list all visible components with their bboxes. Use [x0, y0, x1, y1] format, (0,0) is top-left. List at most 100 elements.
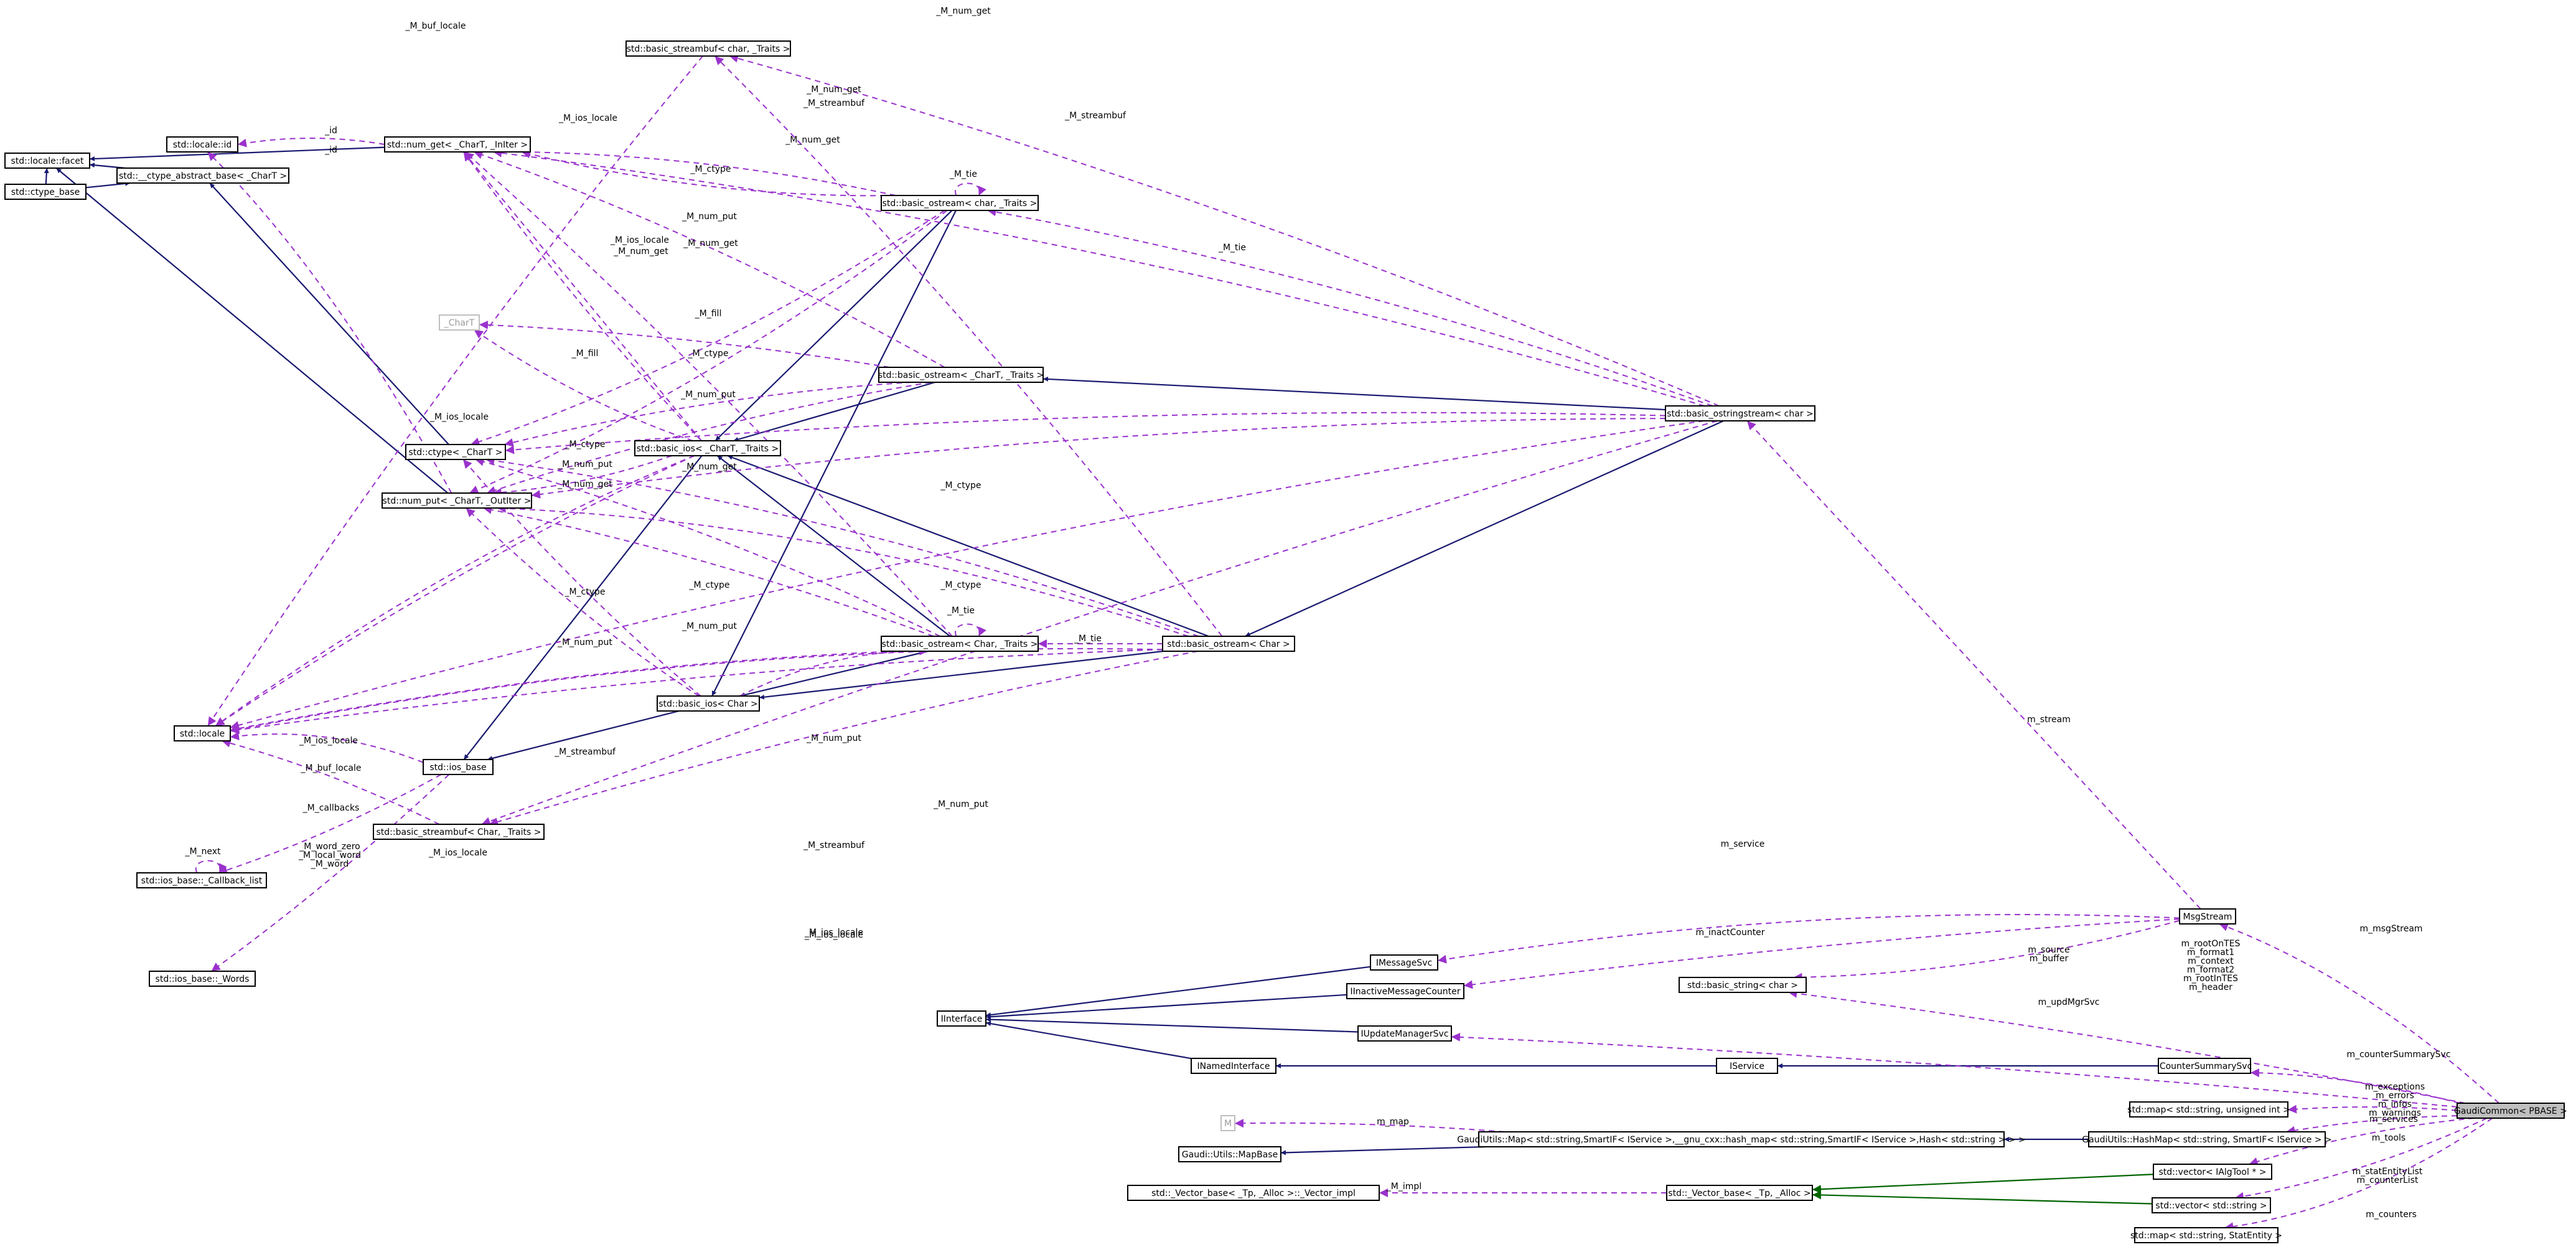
node-box — [1357, 1025, 1452, 1042]
node-box — [4, 153, 90, 169]
node-label: IMessageSvc — [1376, 958, 1432, 968]
node-box — [881, 636, 1039, 652]
edge-label: m_stream — [2027, 715, 2071, 725]
node-box — [1478, 1131, 2005, 1147]
node-map-uint[interactable]: std::map< std::string, unsigned int > — [2127, 1101, 2290, 1118]
node-box — [1346, 983, 1464, 999]
edge-ostringstream-to-locale — [230, 420, 1705, 730]
node-locale-id[interactable]: std::locale::id — [166, 136, 238, 153]
node-words[interactable]: std::ios_base::_Words — [149, 971, 256, 987]
node-inamed[interactable]: INamedInterface — [1191, 1058, 1276, 1074]
node-callback-list[interactable]: std::ios_base::_Callback_list — [136, 872, 267, 888]
edge-label: _M_num_put — [681, 621, 737, 631]
edge-ostringstream-to-sbuf_Char — [481, 420, 1718, 826]
node-ostream-Char-traits[interactable]: std::basic_ostream< Char, _Traits > — [881, 636, 1039, 652]
node-ostream-Char[interactable]: std::basic_ostream< Char > — [1162, 636, 1295, 652]
node-box — [2153, 1164, 2272, 1180]
edge-label: _M_tie — [947, 606, 975, 616]
node-ctype[interactable]: std::ctype< _CharT > — [405, 444, 506, 460]
node-mapbase[interactable]: Gaudi::Utils::MapBase — [1178, 1146, 1281, 1162]
node-box — [1220, 1115, 1235, 1131]
edge-ostringstream-to-num_put — [531, 418, 1666, 499]
node-gaudicommon[interactable]: GaudiCommon< PBASE > — [2454, 1103, 2567, 1119]
node-iinactive[interactable]: IInactiveMessageCounter — [1346, 983, 1464, 999]
node-msgstream[interactable]: MsgStream — [2179, 908, 2236, 925]
edge-label: _id — [324, 145, 337, 155]
edge-inamed-to-interface — [985, 1021, 1192, 1060]
node-num-get[interactable]: std::num_get< _CharT, _InIter > — [384, 136, 531, 153]
node-ostream-chart[interactable]: std::basic_ostream< _CharT, _Traits > — [878, 367, 1044, 383]
edge-basic_ios_chart-to-num_put — [492, 455, 672, 497]
node-m-tpl[interactable]: M — [1220, 1115, 1235, 1131]
node-basic-ios-Char[interactable]: std::basic_ios< Char > — [657, 695, 760, 712]
edge-label: _M_num_get — [785, 135, 840, 145]
node-ctype-abstract[interactable]: std::__ctype_abstract_base< _CharT > — [116, 167, 289, 184]
edge-label: _M_ios_locale — [299, 736, 358, 746]
node-sbuf-char[interactable]: std::basic_streambuf< char, _Traits > — [625, 40, 791, 57]
node-ostream-char[interactable]: std::basic_ostream< char, _Traits > — [881, 195, 1039, 211]
edge-msgstream-to-imessagesvc — [1437, 914, 2180, 964]
node-label: std::num_put< _CharT, _OutIter > — [383, 496, 532, 506]
edge-gaudicommon-to-map_uint — [2287, 1104, 2458, 1114]
node-box — [1370, 954, 1438, 971]
edge-ostream_chart-to-ctype — [504, 382, 912, 447]
node-box — [1162, 636, 1295, 652]
node-basic-string[interactable]: std::basic_string< char > — [1679, 977, 1807, 993]
node-iservice[interactable]: IService — [1716, 1058, 1778, 1074]
edge-label: m_map — [1377, 1117, 1409, 1127]
node-label: Gaudi::Utils::MapBase — [1182, 1150, 1278, 1160]
edge-gaudiutils_map-to-mapbase — [1280, 1146, 1486, 1156]
node-label: MsgStream — [2183, 912, 2232, 922]
node-box — [166, 136, 238, 153]
edge-ostream_Char-to-ctype — [485, 456, 1199, 637]
node-interface[interactable]: IInterface — [937, 1010, 986, 1027]
node-basic-ios-chart[interactable]: std::basic_ios< _CharT, _Traits > — [634, 440, 781, 456]
edge-label: _M_num_put — [557, 459, 612, 469]
edge-ostream_char-to-num_get — [521, 149, 896, 197]
node-box — [405, 444, 506, 460]
edge-label: _M_tie — [1218, 243, 1246, 253]
node-iupdatemgr[interactable]: IUpdateManagerSvc — [1357, 1025, 1452, 1042]
node-chart[interactable]: _CharT — [439, 314, 480, 331]
node-vector-base[interactable]: std::_Vector_base< _Tp, _Alloc > — [1666, 1185, 1813, 1201]
edge-msgstream-to-iinactive — [1463, 918, 2180, 989]
edge-gaudicommon-to-msgstream — [2219, 923, 2499, 1104]
node-box — [2158, 1058, 2251, 1074]
node-imessagesvc[interactable]: IMessageSvc — [1370, 954, 1438, 971]
node-ios-base[interactable]: std::ios_base — [423, 759, 494, 775]
node-gaudiutils-hashmap[interactable]: GaudiUtils::HashMap< std::string, SmartI… — [2082, 1131, 2332, 1147]
node-label: std::vector< IAlgTool * > — [2159, 1167, 2267, 1177]
edge-label: m_service — [1721, 839, 1765, 849]
node-ctype-base[interactable]: std::ctype_base — [4, 184, 87, 200]
node-label: M — [1224, 1119, 1232, 1129]
node-box — [878, 367, 1044, 383]
node-label: std::locale::facet — [11, 156, 84, 166]
node-num-put[interactable]: std::num_put< _CharT, _OutIter > — [382, 492, 532, 509]
edge-basic_ios_chart-to-ios_base — [463, 455, 703, 760]
edge-label: _id — [324, 126, 337, 136]
node-vector-string[interactable]: std::vector< std::string > — [2152, 1197, 2271, 1213]
edge-ostream_Char_traits-to-locale — [230, 651, 897, 733]
node-ostringstream[interactable]: std::basic_ostringstream< char > — [1665, 405, 1815, 421]
node-box — [116, 167, 289, 184]
node-locale-facet[interactable]: std::locale::facet — [4, 153, 90, 169]
edge-label: _M_num_get — [683, 238, 738, 248]
node-icounter[interactable]: ICounterSummarySvc — [2157, 1058, 2252, 1074]
node-sbuf-Char[interactable]: std::basic_streambuf< Char, _Traits > — [373, 824, 545, 840]
node-vector-algtool[interactable]: std::vector< IAlgTool * > — [2153, 1164, 2272, 1180]
edge-ostream_char-to-ctype — [470, 210, 945, 446]
node-vector-impl[interactable]: std::_Vector_base< _Tp, _Alloc >::_Vecto… — [1127, 1185, 1380, 1201]
edge-label: _M_ios_locale — [610, 235, 669, 245]
edge-label: _M_ctype — [690, 164, 731, 174]
edge-basic_ios_chart-to-locale — [215, 455, 695, 727]
node-map-statentity[interactable]: std::map< std::string, StatEntity > — [2130, 1227, 2282, 1243]
edge-basic_ios_chart-to-chart — [474, 329, 693, 441]
node-label: std::__ctype_abstract_base< _CharT > — [119, 171, 287, 181]
node-box — [423, 759, 494, 775]
node-locale[interactable]: std::locale — [174, 725, 231, 741]
node-gaudiutils-map[interactable]: GaudiUtils::Map< std::string,SmartIF< IS… — [1457, 1131, 2026, 1147]
node-box — [1679, 977, 1807, 993]
node-label: std::map< std::string, unsigned int > — [2127, 1105, 2290, 1115]
